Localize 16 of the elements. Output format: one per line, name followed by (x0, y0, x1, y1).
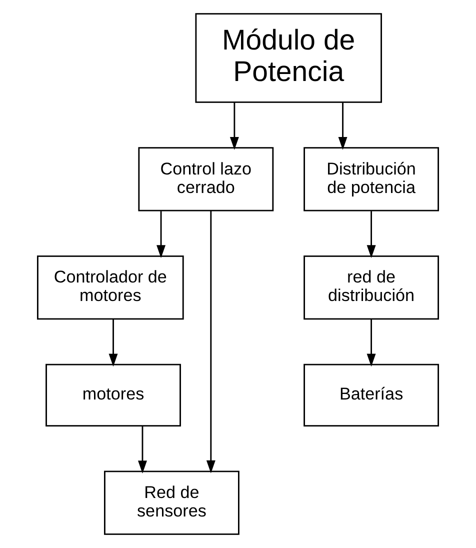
arrow (366, 211, 376, 258)
arrow (138, 426, 147, 474)
node-box: Baterías (304, 364, 440, 427)
arrow (206, 210, 216, 474)
arrow (366, 319, 376, 367)
node-box: red de distribución (304, 255, 440, 320)
arrow (230, 102, 239, 150)
node-box: Red de sensores (104, 470, 240, 535)
node-box: Distribución de potencia (304, 147, 440, 212)
node-box: Módulo de Potencia (195, 13, 382, 103)
arrow (156, 211, 166, 258)
arrow (338, 102, 348, 150)
node-box: Controlador de motores (36, 255, 184, 320)
node-box: Control lazo cerrado (138, 147, 274, 212)
arrow (108, 319, 118, 367)
node-box: motores (46, 364, 181, 427)
